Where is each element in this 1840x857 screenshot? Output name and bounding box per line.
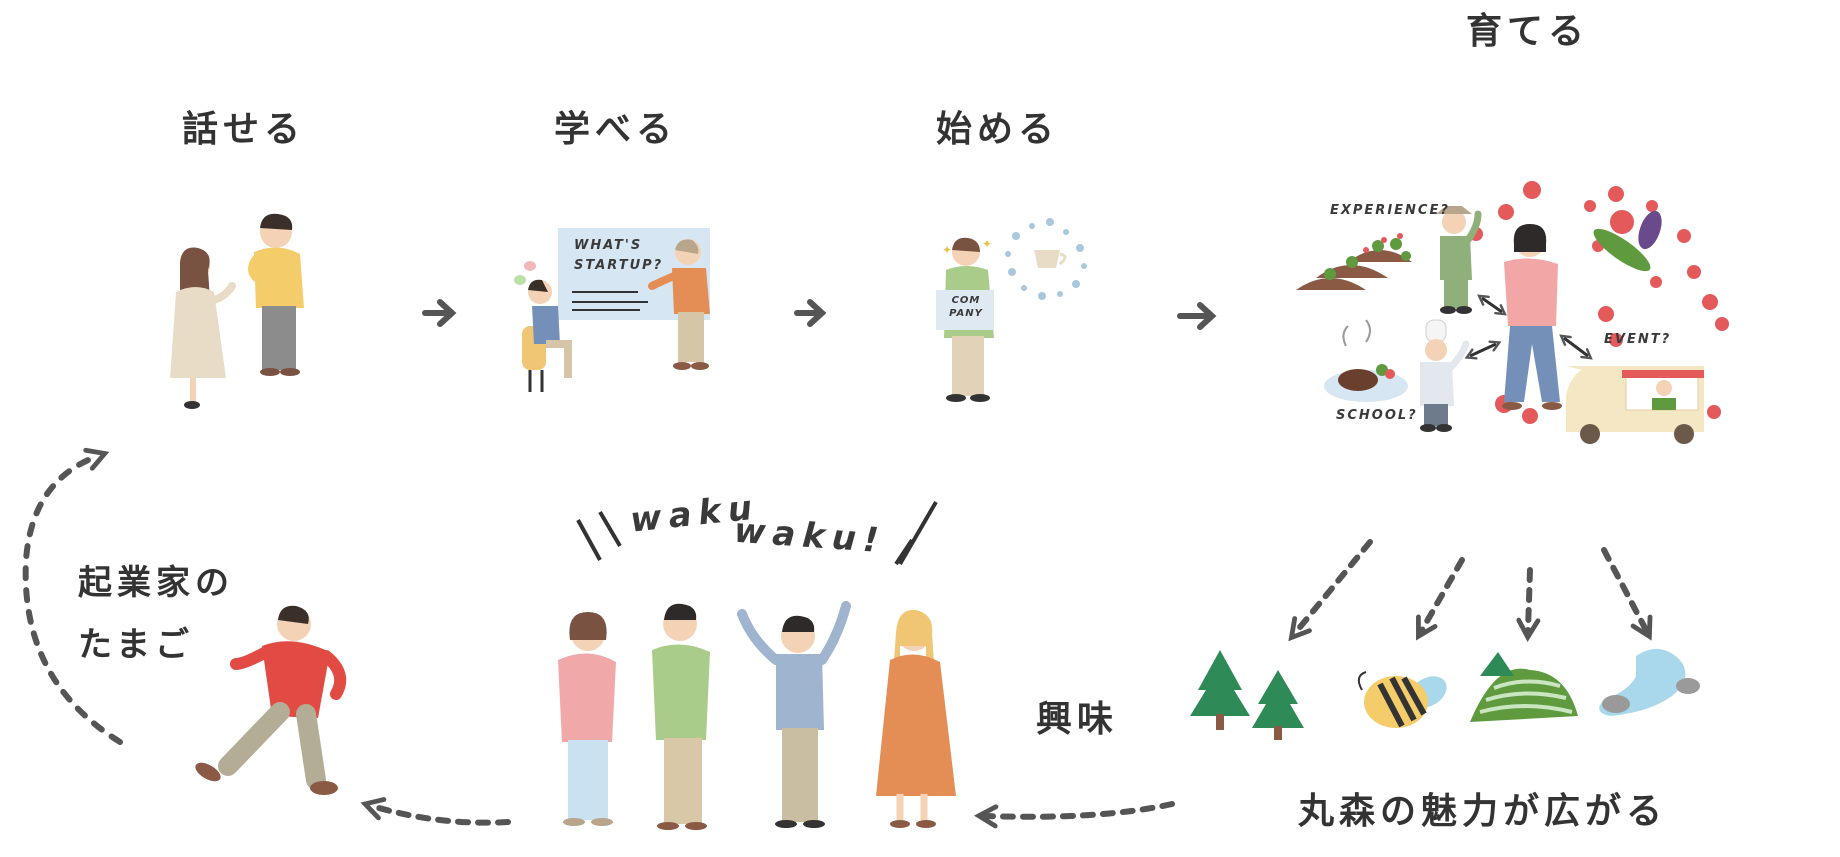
company-sign-illustration: ✦ ✦ [936,237,994,402]
entrepreneur-label-line-2: たまご [78,625,194,665]
stage-label-start: 始める [936,109,1060,150]
svg-text:✦: ✦ [982,237,992,251]
entrepreneur-label-line-1: 起業家の [78,563,234,603]
company-sign-text: COM PANY [946,294,986,320]
company-sign-line-1: COM [951,295,981,306]
stage-label-grow: 育てる [1466,11,1590,52]
interest-label: 興味 [1036,699,1119,740]
stage-label-talk: 話せる [182,109,306,150]
river-icon [1599,648,1700,716]
arrow-start-to-grow [1177,302,1217,330]
arrow-entrepreneur-to-talk [22,447,123,745]
running-entrepreneur-illustration [195,605,347,795]
whiteboard-text: WHAT'S STARTUP? [574,236,663,276]
excited-group-illustration [558,500,956,830]
tree-icon [1190,650,1304,740]
talking-people-illustration [170,213,304,409]
grow-illustration [1296,181,1729,444]
svg-text:✦: ✦ [942,243,952,257]
arrow-talk-to-learn [422,299,457,327]
bee-icon [1357,671,1447,728]
company-sign-line-2: PANY [949,308,983,319]
spread-arrows [1288,539,1653,643]
whiteboard-line-2: STARTUP? [574,258,664,273]
experience-label: EXPERIENCE? [1330,203,1450,218]
arrow-group-to-entrepreneur [360,797,511,826]
arrow-spread-to-group [973,801,1175,829]
school-label: SCHOOL? [1336,408,1418,423]
whiteboard-illustration [514,228,710,392]
terraced-hill-icon [1470,652,1578,722]
event-label: EVENT? [1604,332,1672,347]
spread-label: 丸森の魅力が広がる [1298,791,1668,832]
entrepreneur-label: 起業家の たまご [78,552,234,676]
arrow-learn-to-start [794,299,827,327]
coffee-cup-icon [1005,218,1087,300]
whiteboard-line-1: WHAT'S [574,238,643,253]
stage-label-learn: 学べる [554,109,678,150]
